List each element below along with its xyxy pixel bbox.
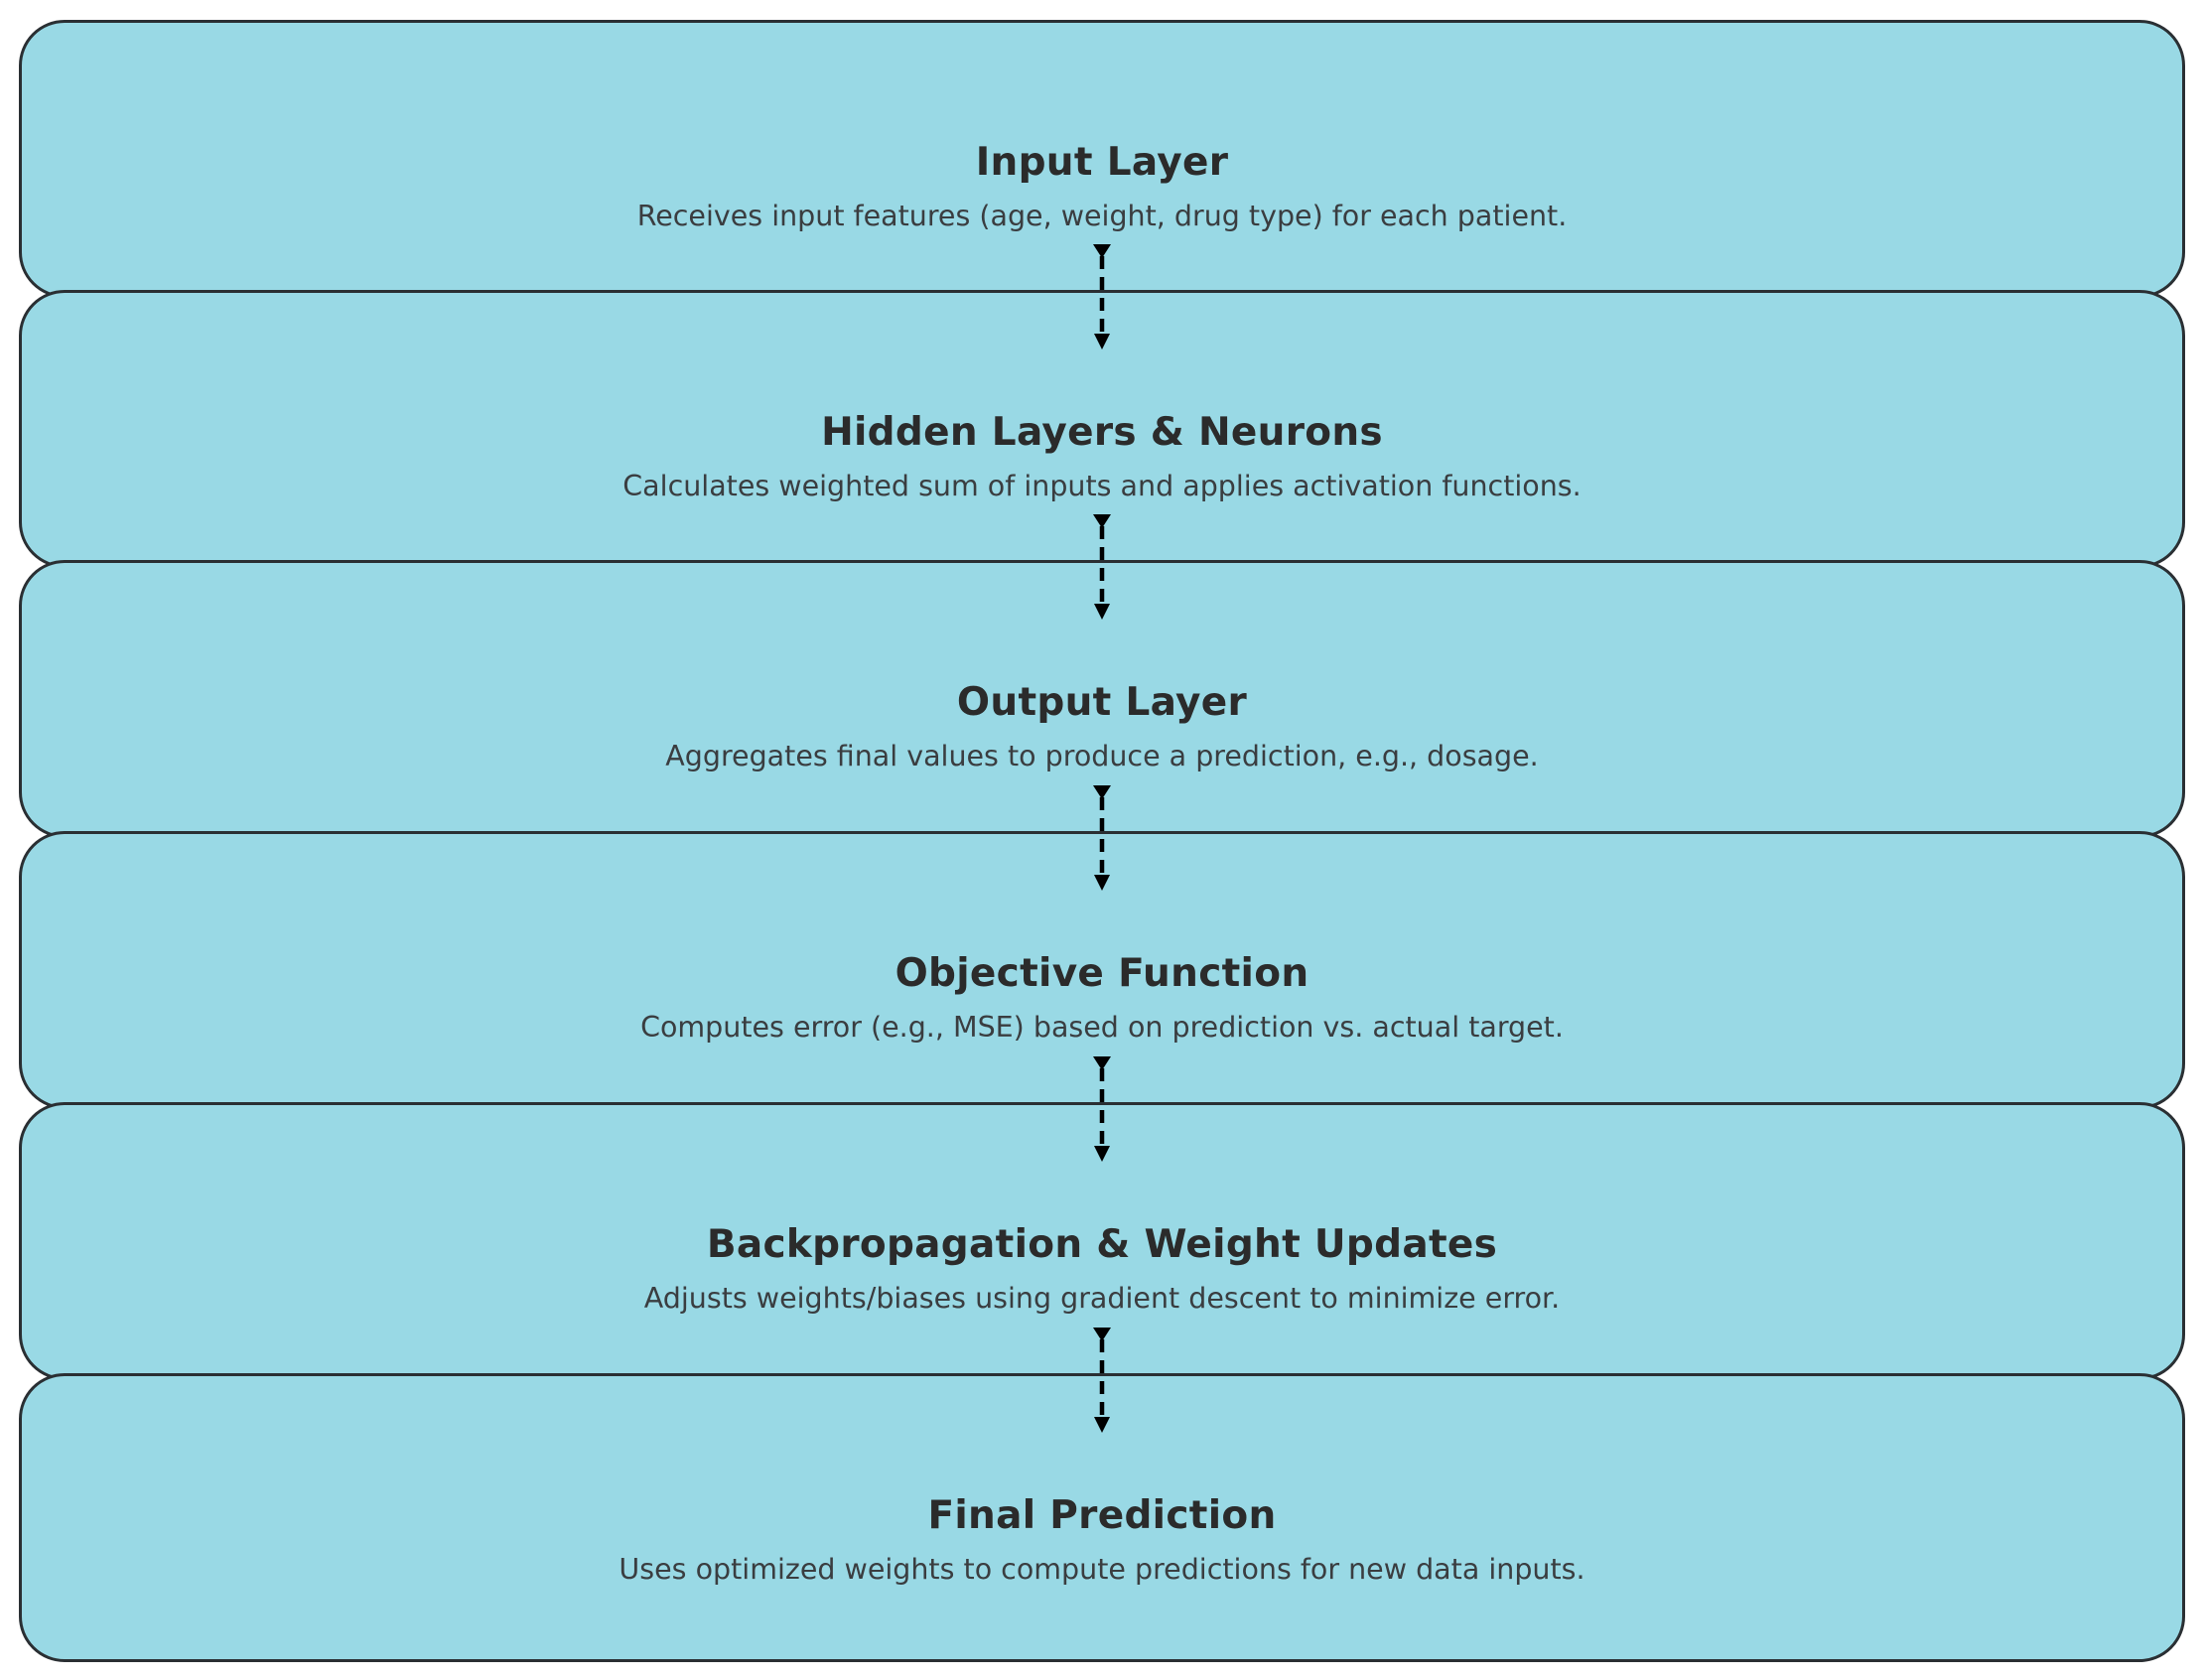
step-description: Receives input features (age, weight, dr… (636, 200, 1568, 232)
step-description: Uses optimized weights to compute predic… (619, 1553, 1585, 1586)
dashed-arrow-icon (1093, 1056, 1111, 1162)
dashed-arrow-icon (1093, 1328, 1111, 1433)
step-title: Backpropagation & Weight Updates (706, 1222, 1498, 1267)
step-title: Objective Function (895, 951, 1309, 996)
step-description: Calculates weighted sum of inputs and ap… (622, 470, 1582, 502)
step-description: Adjusts weights/biases using gradient de… (643, 1282, 1561, 1315)
step-description: Aggregates final values to produce a pre… (665, 740, 1539, 772)
dashed-arrow-icon (1093, 244, 1111, 350)
dashed-arrow-icon (1093, 785, 1111, 891)
step-title: Input Layer (975, 140, 1229, 185)
step-title: Final Prediction (927, 1493, 1277, 1538)
step-title: Output Layer (956, 680, 1248, 725)
dashed-arrow-icon (1093, 514, 1111, 620)
step-description: Computes error (e.g., MSE) based on pred… (640, 1011, 1564, 1044)
step-title: Hidden Layers & Neurons (821, 410, 1383, 455)
